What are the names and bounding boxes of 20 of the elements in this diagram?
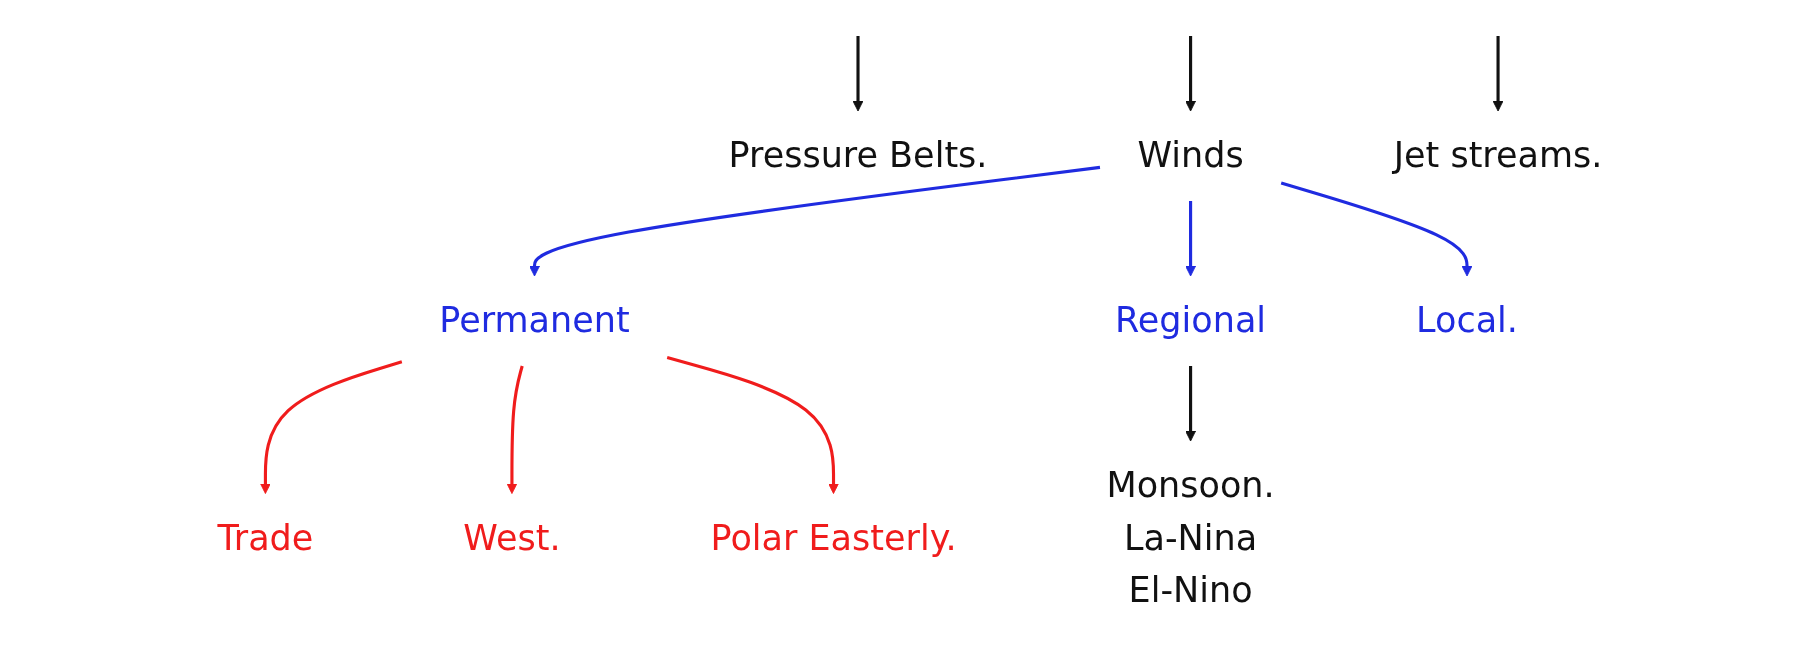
arrow <box>1185 201 1197 277</box>
arrow <box>852 36 864 112</box>
node-text: Jet streams. <box>1393 134 1603 176</box>
node-text: Local. <box>1416 299 1518 341</box>
arrow <box>1492 36 1504 112</box>
node-text: Pressure Belts. <box>728 134 988 176</box>
arrow <box>666 356 840 494</box>
arrow <box>506 365 524 494</box>
arrow <box>529 165 1101 277</box>
node-text: Monsoon. La-Nina El-Nino <box>1106 464 1275 611</box>
node-text: Winds <box>1137 134 1244 176</box>
node-text: Regional <box>1115 299 1267 341</box>
arrow <box>1185 366 1197 442</box>
arrow <box>259 360 403 494</box>
arrow <box>1280 181 1473 277</box>
arrow <box>1185 36 1197 112</box>
node-text: Permanent <box>439 299 630 341</box>
node-text: West. <box>463 517 561 559</box>
node-text: Trade <box>217 517 314 559</box>
node-text: Polar Easterly. <box>710 517 957 559</box>
